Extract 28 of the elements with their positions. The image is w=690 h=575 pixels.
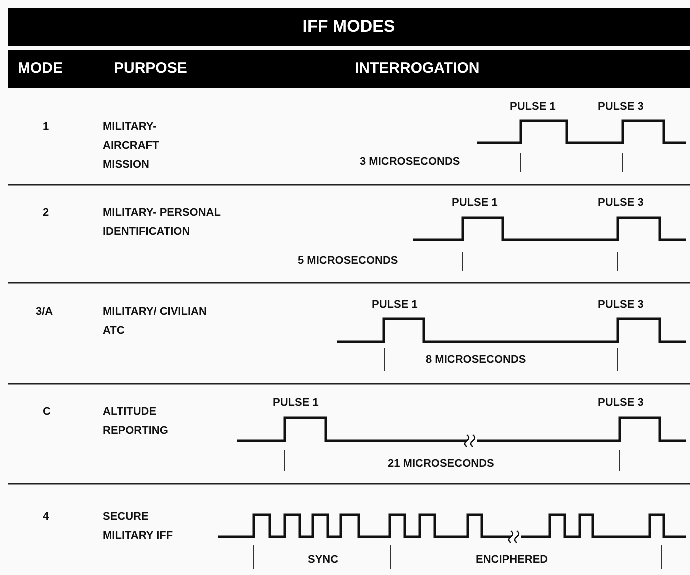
column-header: MODE (18, 60, 63, 78)
pulse-label: PULSE 1 (452, 196, 498, 211)
table-title: IFF MODES (8, 8, 690, 46)
purpose-text: MILITARY/ CIVILIAN ATC (103, 305, 208, 339)
mode-number: C (43, 405, 51, 420)
segment-label: SYNC (308, 553, 339, 568)
purpose-text: ALTITUDE REPORTING (103, 405, 170, 439)
pulse-label: PULSE 1 (273, 396, 319, 411)
pulse-label: PULSE 3 (598, 396, 644, 411)
column-header: PURPOSE (114, 60, 188, 78)
mode-number: 3/A (36, 305, 54, 320)
interval-label: 8 MICROSECONDS (426, 353, 526, 368)
pulse-label: PULSE 3 (598, 196, 644, 211)
segment-label: ENCIPHERED (476, 553, 548, 568)
interval-label: 3 MICROSECONDS (360, 155, 460, 170)
mode-number: 2 (43, 206, 50, 221)
purpose-text: SECURE MILITARY IFF (103, 510, 174, 544)
purpose-text: MILITARY- AIRCRAFT MISSION (103, 120, 160, 173)
mode-number: 4 (43, 510, 50, 525)
interval-label: 5 MICROSECONDS (298, 254, 398, 269)
pulse-label: PULSE 3 (598, 298, 644, 313)
pulse-label: PULSE 3 (598, 100, 644, 115)
pulse-label: PULSE 1 (372, 298, 418, 313)
column-header: INTERROGATION (355, 60, 480, 78)
interval-label: 21 MICROSECONDS (388, 457, 494, 472)
pulse-label: PULSE 1 (510, 100, 556, 115)
purpose-text: MILITARY- PERSONAL IDENTIFICATION (103, 206, 222, 240)
mode-number: 1 (43, 120, 50, 135)
